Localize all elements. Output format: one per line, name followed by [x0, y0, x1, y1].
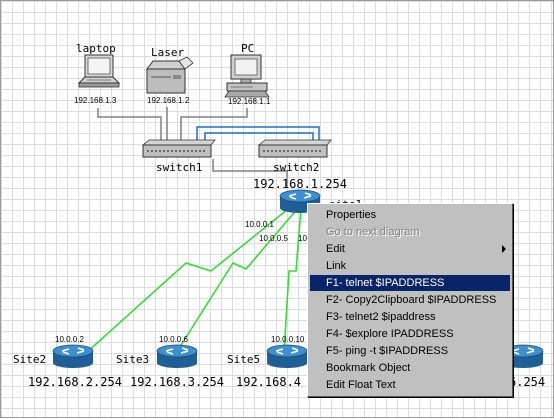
link-switch1-switch2-blue[interactable]: [196, 126, 320, 147]
site3-ip: 192.168.3.254: [130, 375, 224, 389]
menu-item-f1-telnet[interactable]: F1- telnet $IPADDRESS: [310, 275, 510, 291]
submenu-arrow-icon: [502, 245, 506, 253]
menu-item-f3-telnet2[interactable]: F3- telnet2 $ipaddress: [326, 311, 436, 323]
menu-item-bookmark-object[interactable]: Bookmark Object: [326, 362, 411, 374]
site1-if1: 10.0.0.1: [245, 220, 274, 229]
wan-link-site1-site5[interactable]: [283, 208, 302, 354]
link-laptop-switch1[interactable]: [97, 108, 162, 141]
site2-ip: 192.168.2.254: [28, 375, 122, 389]
site3-label: Site3: [116, 353, 150, 366]
site3-if: 10.0.0.6: [159, 335, 188, 344]
printer-label: Laser: [151, 46, 185, 59]
wan-link-site1-site2[interactable]: [85, 204, 294, 354]
menu-item-edit-float-text[interactable]: Edit Float Text: [326, 379, 396, 391]
menu-item-edit-label: Edit: [326, 243, 345, 255]
router-icon[interactable]: [155, 343, 199, 369]
site5-if: 10.0.0.10: [271, 335, 305, 344]
wan-link-site1-site3[interactable]: [175, 206, 300, 354]
site1-if2: 10.0.0.5: [259, 234, 288, 243]
menu-item-f5-ping[interactable]: F5- ping -t $IPADDRESS: [326, 345, 449, 357]
menu-item-f4-explore[interactable]: F4- $explore IPADDRESS: [326, 328, 454, 340]
laptop-label: laptop: [76, 42, 116, 55]
site6-ip: 6.254: [509, 375, 546, 389]
laptop-ip: 192.168.1.3: [74, 96, 117, 105]
site2-label: Site2: [13, 353, 47, 366]
menu-item-link[interactable]: Link: [326, 260, 347, 272]
link-pc-switch1[interactable]: [180, 108, 248, 141]
pc-icon[interactable]: [223, 53, 271, 99]
router-icon[interactable]: [265, 343, 309, 369]
switch-icon[interactable]: [141, 139, 217, 159]
switch2-label: switch2: [273, 161, 320, 174]
switch1-label: switch1: [156, 161, 203, 174]
site2-if: 10.0.0.2: [55, 335, 84, 344]
laptop-icon[interactable]: [73, 53, 121, 97]
site5-label: Site5: [227, 353, 261, 366]
context-menu[interactable]: Properties Go to next diagram Edit Link …: [307, 203, 513, 397]
menu-item-f2-copy2clipboard[interactable]: F2- Copy2Clipboard $IPADDRESS: [326, 294, 497, 306]
router-icon[interactable]: [501, 343, 545, 369]
pc-label: PC: [241, 42, 255, 55]
router-icon[interactable]: [51, 343, 95, 369]
switch-icon[interactable]: [257, 139, 333, 159]
pc-ip: 192.168.1.1: [228, 97, 271, 106]
site5-ip: 192.168.4: [236, 375, 302, 389]
menu-item-edit[interactable]: Edit: [310, 241, 510, 257]
link-switch1-site1[interactable]: [212, 159, 288, 187]
site1-ip: 192.168.1.254: [253, 177, 347, 191]
menu-item-go-to-next-diagram: Go to next diagram: [326, 226, 420, 238]
printer-ip: 192.168.1.2: [147, 96, 190, 105]
printer-icon[interactable]: [141, 56, 197, 97]
menu-item-properties[interactable]: Properties: [326, 209, 377, 221]
